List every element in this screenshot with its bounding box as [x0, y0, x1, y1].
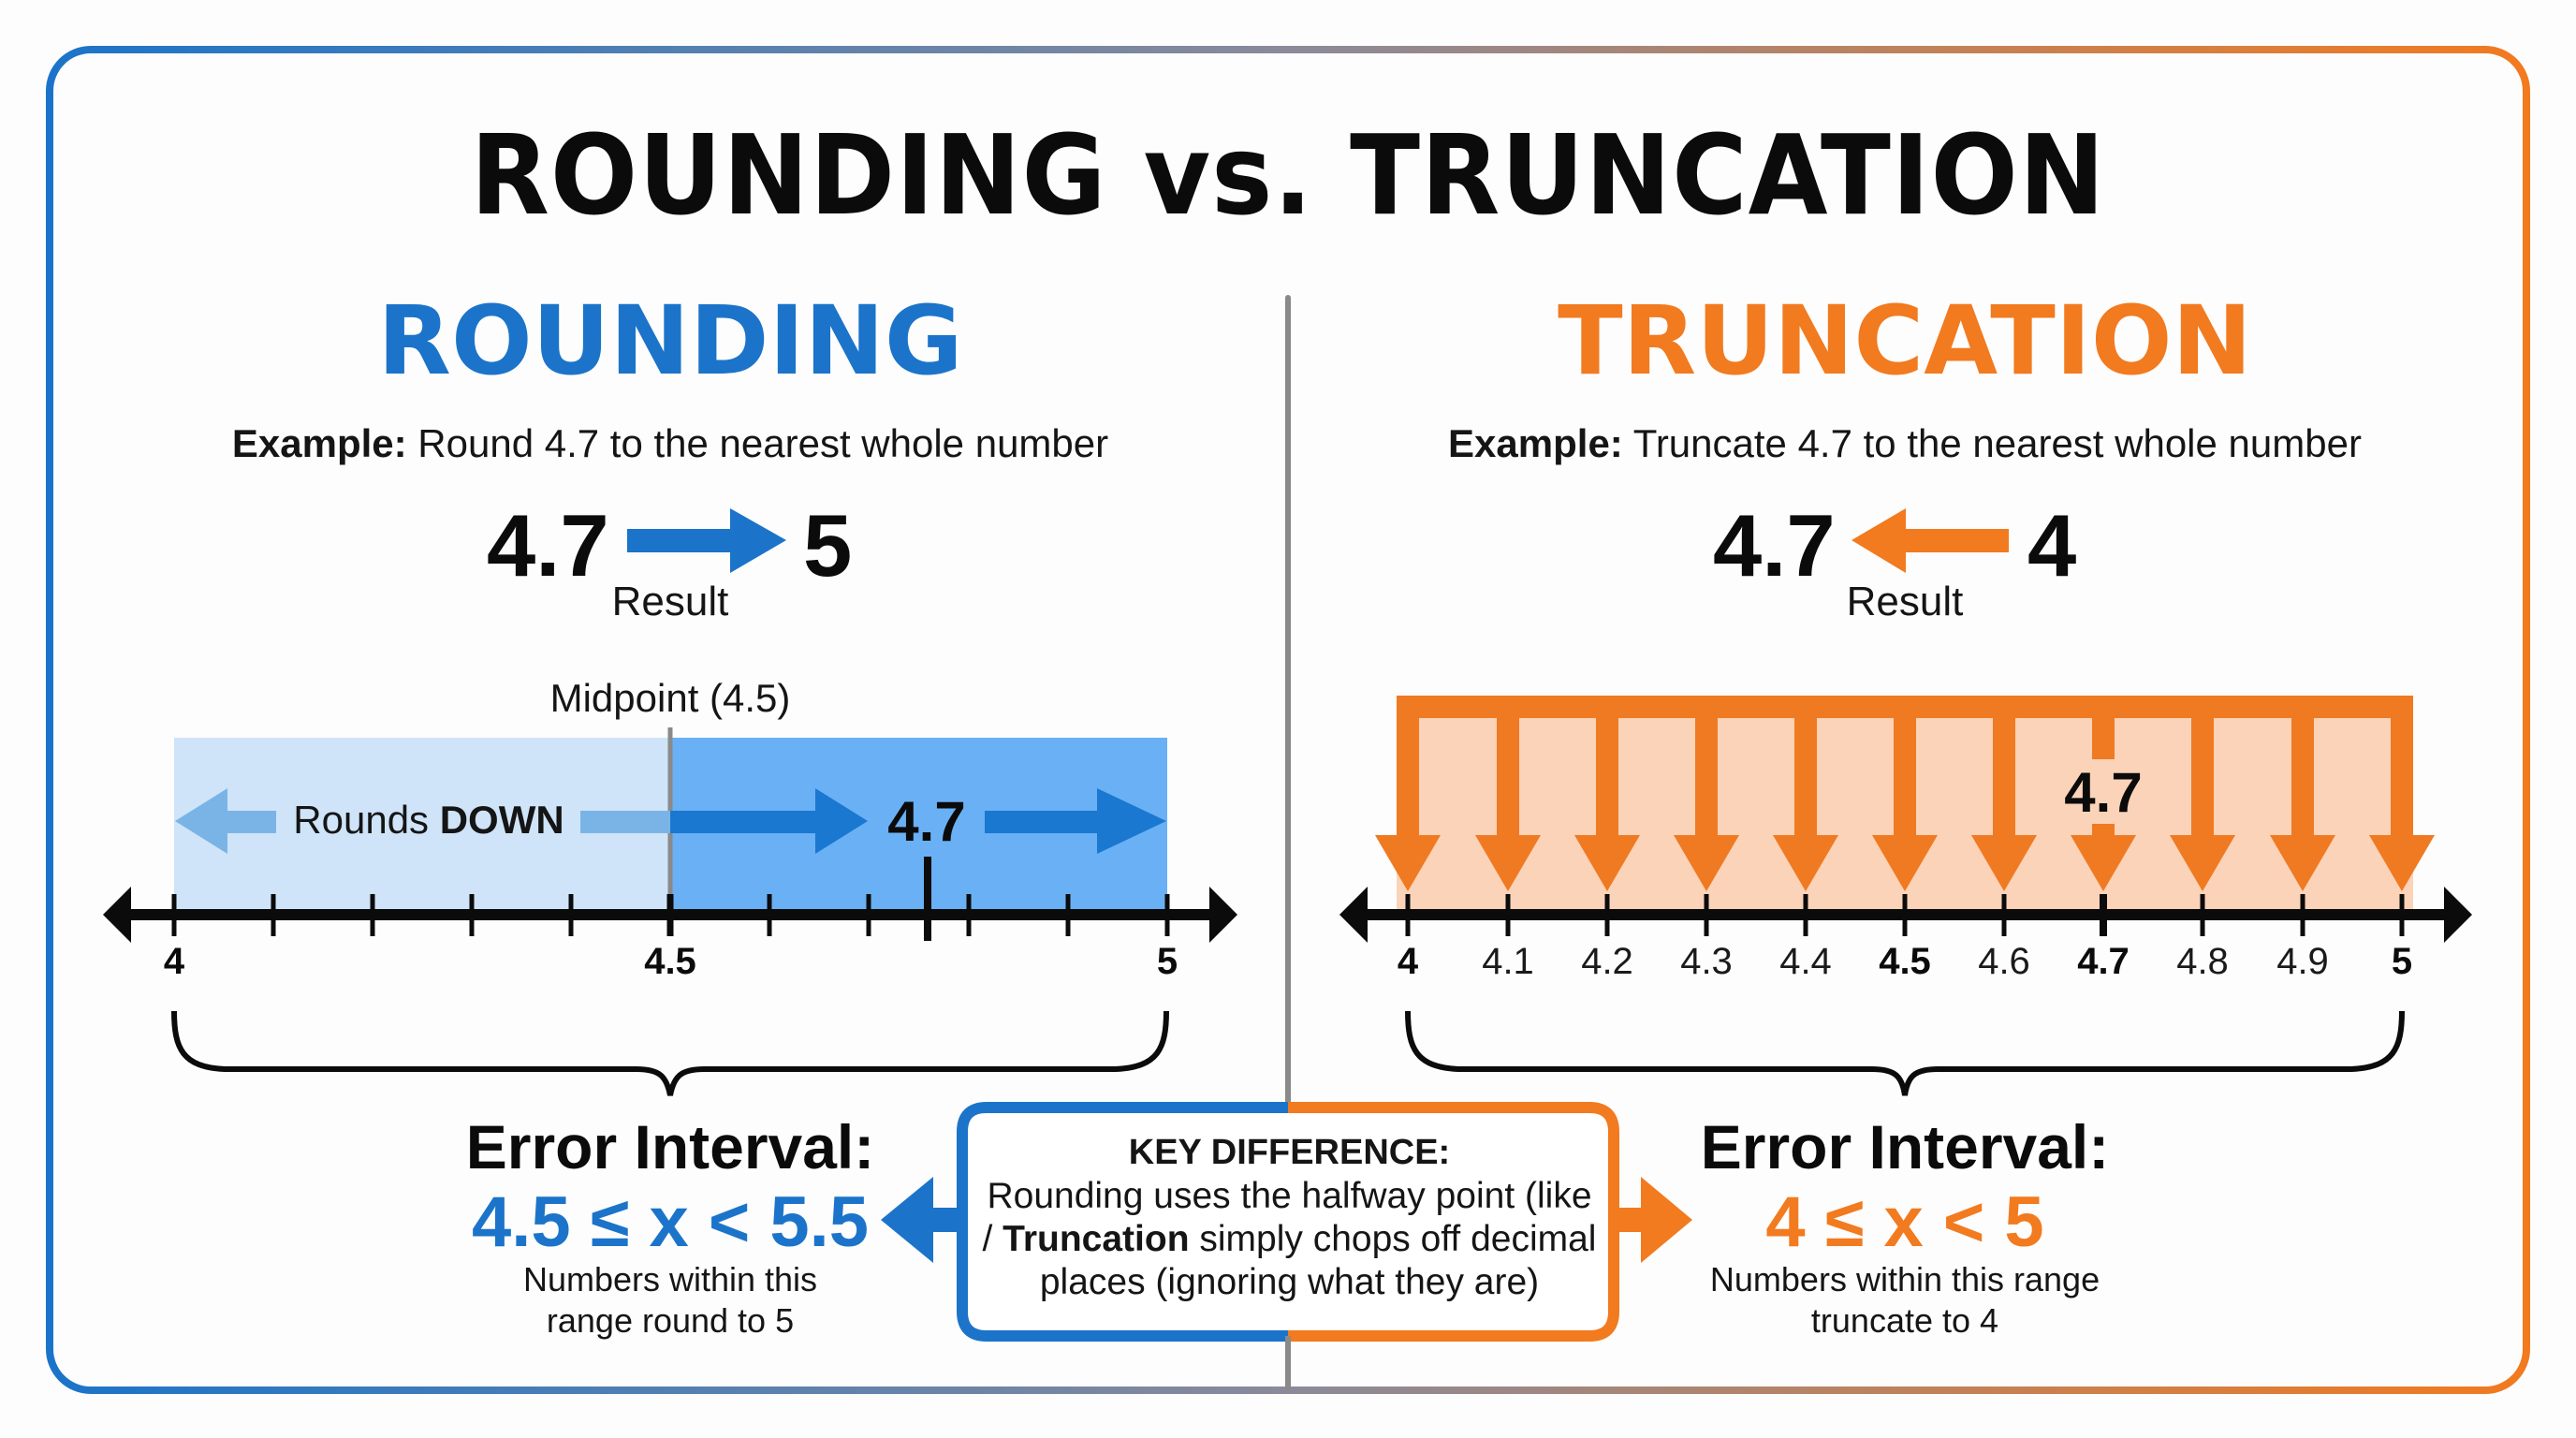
tick-label: 5 — [1156, 941, 1178, 982]
rounds-down-bold: DOWN — [439, 798, 564, 842]
tick-label: 4.1 — [1482, 941, 1534, 982]
tick-label: 4 — [1397, 941, 1419, 982]
truncation-result-value: 4 — [2027, 496, 2077, 594]
truncation-example: Example: Truncate 4.7 to the nearest who… — [1448, 421, 2362, 466]
truncation-zone — [1397, 696, 2413, 915]
truncation-error-desc: Numbers within this range truncate to 4 — [1710, 1259, 2100, 1342]
tick-label: 4.3 — [1680, 941, 1733, 982]
truncation-top-bar — [1397, 696, 2413, 718]
rounding-heading: ROUNDING — [377, 286, 963, 397]
truncation-error-desc-line2: truncate to 4 — [1810, 1301, 1999, 1340]
key-line2-rest: simply chops off decimal — [1189, 1219, 1597, 1259]
tick-label: 5 — [2391, 941, 2413, 982]
tick-label: 4.7 — [2077, 941, 2130, 982]
truncation-example-label: Example: — [1448, 421, 1623, 465]
rounding-error-desc: Numbers within this range round to 5 — [523, 1259, 817, 1342]
tick-label: 4.8 — [2176, 941, 2229, 982]
truncation-error-desc-line1: Numbers within this range — [1709, 1260, 2100, 1299]
key-difference-box: KEY DIFFERENCE: Rounding uses the halfwa… — [973, 1130, 1605, 1304]
key-line2-prefix: / — [982, 1219, 1003, 1259]
rounding-example-text: Round 4.7 to the nearest whole number — [417, 421, 1109, 465]
truncation-error-title: Error Interval: — [1700, 1112, 2110, 1181]
tick-label: 4.2 — [1581, 941, 1633, 982]
rounding-input-value: 4.7 — [487, 496, 609, 594]
tick-label: 4.6 — [1978, 941, 2030, 982]
tick-label: 4 — [163, 941, 185, 982]
midpoint-label: Midpoint (4.5) — [549, 676, 791, 720]
truncation-heading: TRUNCATION — [1558, 286, 2252, 397]
rounds-down-prefix: Rounds — [293, 798, 430, 842]
key-arrow-left-icon — [881, 1177, 961, 1263]
page-title: ROUNDING vs. TRUNCATION — [470, 110, 2106, 240]
rounds-down-label: Rounds DOWN — [293, 798, 564, 843]
key-arrow-right-icon — [1617, 1177, 1692, 1263]
rounding-example-label: Example: — [231, 421, 407, 465]
rounding-brace — [171, 1010, 1169, 1096]
key-difference-line3: places (ignoring what they are) — [1039, 1262, 1540, 1302]
truncation-error-interval: 4 ≤ x < 5 — [1765, 1182, 2044, 1262]
rounding-number-line — [103, 857, 1237, 943]
truncation-marker-label: 4.7 — [2064, 761, 2143, 824]
rounding-error-desc-line1: Numbers within this — [522, 1260, 818, 1299]
truncation-example-text: Truncate 4.7 to the nearest whole number — [1632, 421, 2362, 465]
key-difference-line2: / Truncation simply chops off decimal — [973, 1218, 1605, 1261]
rounding-error-desc-line2: range round to 5 — [546, 1301, 795, 1340]
tick-label: 4.4 — [1779, 941, 1832, 982]
rounding-result-label: Result — [611, 579, 729, 624]
arrow-right-icon — [627, 508, 786, 573]
rounding-error-title: Error Interval: — [465, 1112, 875, 1181]
tick-label: 4.5 — [644, 941, 696, 982]
key-difference-line1: Rounding uses the halfway point (like — [987, 1176, 1592, 1216]
key-difference-heading: KEY DIFFERENCE: — [1128, 1133, 1451, 1172]
truncation-brace — [1405, 1010, 2405, 1096]
arrow-left-icon — [1852, 508, 2009, 573]
rounding-error-interval: 4.5 ≤ x < 5.5 — [471, 1182, 870, 1262]
tick-label: 4.5 — [1879, 941, 1931, 982]
rounding-example: Example: Round 4.7 to the nearest whole … — [232, 421, 1108, 466]
rounding-marker-label: 4.7 — [887, 790, 966, 853]
rounding-result-value: 5 — [803, 496, 853, 594]
tick-label: 4.9 — [2276, 941, 2329, 982]
truncation-input-value: 4.7 — [1713, 496, 1836, 594]
truncation-number-line — [1339, 887, 2472, 943]
key-line2-bold: Truncation — [1003, 1219, 1190, 1259]
truncation-result-label: Result — [1846, 579, 1964, 624]
truncation-down-arrows — [1375, 718, 2435, 891]
